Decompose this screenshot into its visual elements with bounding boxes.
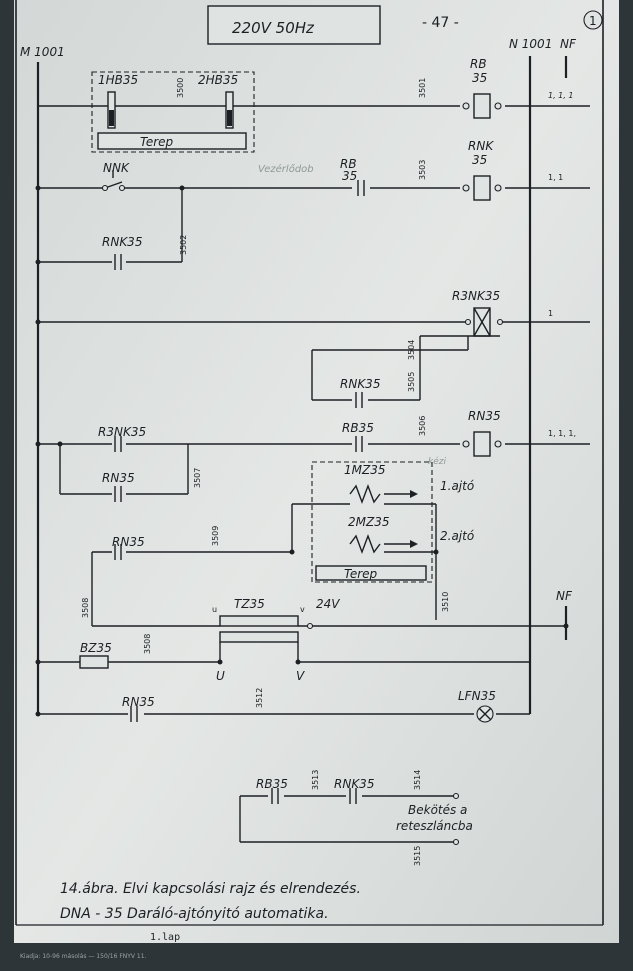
bekotes-line1: Bekötés a xyxy=(408,803,467,817)
wire-3510: 3510 xyxy=(441,592,450,612)
wire-3515: 3515 xyxy=(413,846,422,866)
wire-3504: 3504 xyxy=(407,340,416,360)
wire-3511-pos: 3508 xyxy=(143,634,152,654)
tz-pin-u: u xyxy=(212,605,217,614)
svg-text:1, 1: 1, 1 xyxy=(548,173,563,182)
rb35-contact-label: RB35 xyxy=(342,421,374,435)
rnk-coil-label-a: RNK xyxy=(468,139,494,153)
wire-3502: 3502 xyxy=(179,235,188,255)
mz2-label: 2MZ35 xyxy=(348,515,389,529)
supply-box xyxy=(207,5,381,45)
rb-contact-label-a: RB xyxy=(340,157,357,171)
rn35-coil xyxy=(473,431,491,457)
wire-3503: 3503 xyxy=(418,160,427,180)
ajto1-label: 1.ajtó xyxy=(440,479,474,493)
paper xyxy=(14,0,619,943)
tz35-secondary xyxy=(219,615,299,627)
v24-label: 24V xyxy=(316,597,340,611)
terep-top-label: Terep xyxy=(140,135,174,149)
page-number: - 47 - xyxy=(422,15,459,31)
rb-coil xyxy=(473,93,491,119)
nf-label: NF xyxy=(556,589,573,603)
rb-coil-label-b: 35 xyxy=(472,71,487,85)
terep-box-top xyxy=(91,71,255,153)
wire-3513: 3513 xyxy=(311,770,320,790)
rn35-coil-label: RN35 xyxy=(468,409,501,423)
nnk-label: NNK xyxy=(103,161,130,175)
u-label: U xyxy=(216,669,225,683)
wire-3514: 3514 xyxy=(413,770,422,790)
caption-line2: DNA - 35 Daráló-ajtónyitó automatika. xyxy=(60,906,329,922)
lfn35-label: LFN35 xyxy=(458,689,496,703)
terep-mid-bar xyxy=(315,565,427,581)
handwritten-vezerlo: Vezérlődob xyxy=(258,163,314,175)
wire-3500: 3500 xyxy=(176,78,185,98)
rb-contact-label-b: 35 xyxy=(342,169,357,183)
rnk35-label: RNK35 xyxy=(102,235,142,249)
hb1-label: 1HB35 xyxy=(98,73,138,87)
caption-line1: 14.ábra. Elvi kapcsolási rajz és elrende… xyxy=(60,881,361,897)
mz2-switch xyxy=(349,534,381,554)
svg-text:1, 1, 1,: 1, 1, 1, xyxy=(548,429,576,438)
v-label: V xyxy=(296,669,305,683)
supply-label: 220V 50Hz xyxy=(232,19,315,37)
wire-3507: 3506 xyxy=(418,416,427,436)
wire-3501: 3501 xyxy=(418,78,427,98)
rn35-c-label: RN35 xyxy=(122,695,155,709)
wire-3509: 3509 xyxy=(211,526,220,546)
svg-text:1, 1, 1: 1, 1, 1 xyxy=(548,91,573,100)
wire-3508: 3508 xyxy=(81,598,90,618)
r3nk35-coil-label: R3NK35 xyxy=(452,289,500,303)
terep-top-bar xyxy=(97,132,247,150)
rb-coil-label-a: RB xyxy=(470,57,487,71)
tz35-label: TZ35 xyxy=(234,597,265,611)
mz1-label: 1MZ35 xyxy=(344,463,385,477)
bz35-label: BZ35 xyxy=(80,641,112,655)
footer-print: Kiadja: 10-96 másolás — 150/16 FNYV 11. xyxy=(20,953,147,960)
rnk35-b-label: RNK35 xyxy=(340,377,380,391)
handwritten-kezi: kézi xyxy=(428,456,446,467)
rb35-bot-label: RB35 xyxy=(256,777,288,791)
hb2-label: 2HB35 xyxy=(198,73,238,87)
bekotes-line2: reteszláncba xyxy=(396,819,473,833)
tz35-primary xyxy=(219,631,299,643)
r3nk35-contact-label: R3NK35 xyxy=(98,425,146,439)
tz-pin-v: v xyxy=(300,605,305,614)
sheet-number: 1 xyxy=(589,14,597,28)
ajto2-label: 2.ajtó xyxy=(440,529,474,543)
bz35-fuse xyxy=(79,655,109,669)
wire-3506: 3507 xyxy=(193,468,202,488)
right-rail-label: N 1001 xyxy=(509,37,552,51)
sheet-number-circle xyxy=(583,10,603,30)
caption-line3: 1.lap xyxy=(150,932,180,943)
rnk-coil xyxy=(473,175,491,201)
svg-text:1: 1 xyxy=(548,309,553,318)
left-rail-label: M 1001 xyxy=(20,45,65,59)
mz1-switch xyxy=(349,484,381,504)
wire-3505: 3505 xyxy=(407,372,416,392)
rn35-a-label: RN35 xyxy=(102,471,135,485)
terep-mid-label: Terep xyxy=(344,567,378,581)
rn35-b-label: RN35 xyxy=(112,535,145,549)
wire-3512: 3512 xyxy=(255,688,264,708)
rnk35-bot-label: RNK35 xyxy=(334,777,374,791)
right-nf-label: NF xyxy=(560,37,577,51)
rnk-coil-label-b: 35 xyxy=(472,153,487,167)
terep-box-mid xyxy=(311,461,433,583)
